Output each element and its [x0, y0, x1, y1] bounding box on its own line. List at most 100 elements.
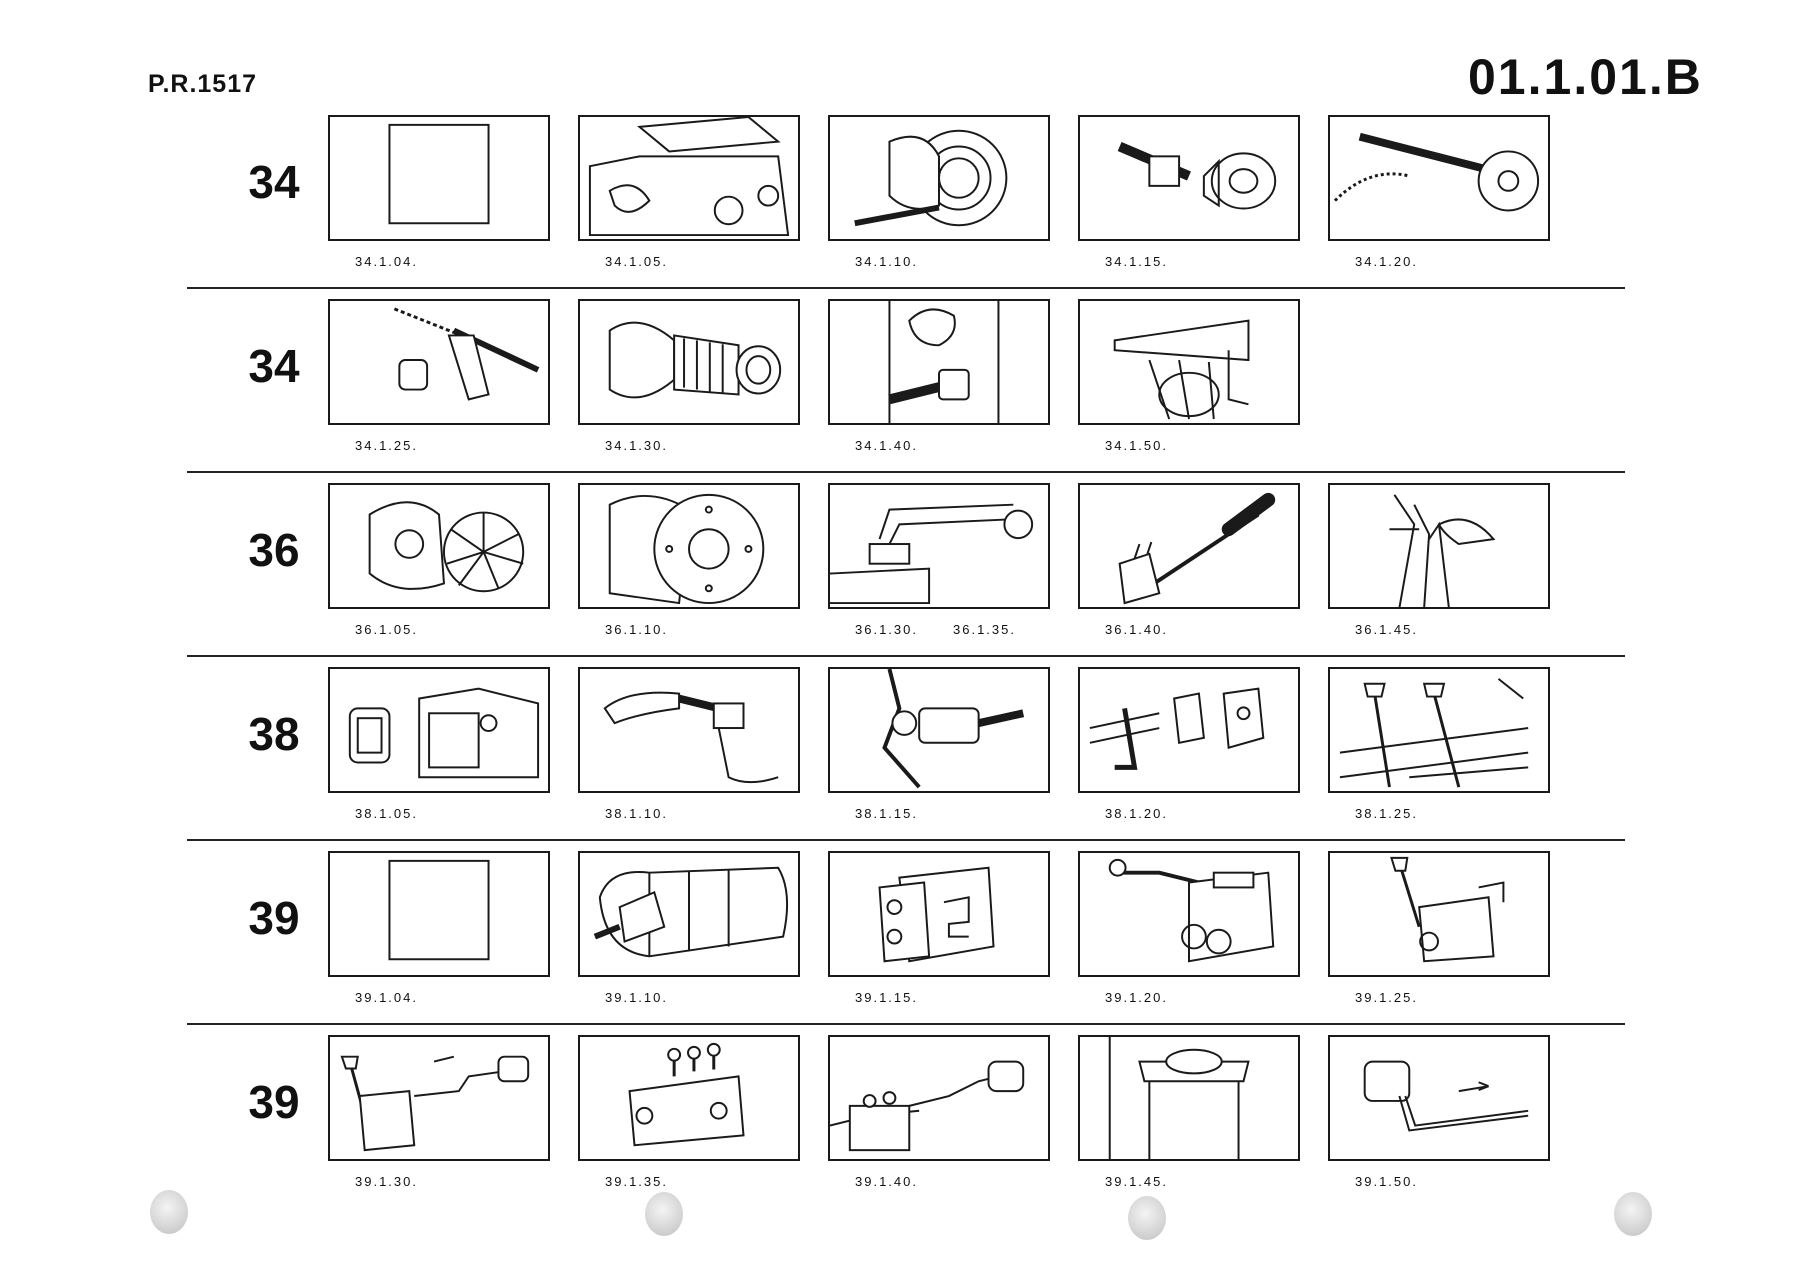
page-reference: P.R.1517	[148, 70, 258, 98]
part-illustration[interactable]	[328, 483, 550, 609]
part-code: 34.1.10.	[855, 254, 918, 269]
section-number: 36	[248, 524, 300, 576]
bracket-shaft-icon	[888, 301, 1000, 423]
section-number: 34	[248, 156, 300, 208]
section-number: 39	[248, 892, 300, 944]
part-code: 36.1.45.	[1355, 622, 1418, 637]
part-illustration[interactable]	[1078, 667, 1300, 793]
part-code: 34.1.20.	[1355, 254, 1418, 269]
part-illustration[interactable]	[828, 851, 1050, 977]
part-illustration[interactable]	[1328, 483, 1550, 609]
part-code: 38.1.05.	[355, 806, 418, 821]
part-illustration[interactable]	[1328, 115, 1550, 241]
part-illustration[interactable]	[578, 1035, 800, 1161]
part-code: 39.1.35.	[605, 1174, 668, 1189]
part-code: 36.1.40.	[1105, 622, 1168, 637]
section-divider	[187, 471, 1625, 473]
section-divider	[187, 1023, 1625, 1025]
tank-pipe-icon	[1363, 1060, 1529, 1132]
part-code: 36.1.30.	[855, 622, 918, 637]
part-code: 36.1.10.	[605, 622, 668, 637]
valve-line-icon	[830, 1060, 1025, 1152]
punch-hole	[1614, 1192, 1652, 1236]
part-illustration[interactable]	[578, 851, 800, 977]
distributor-icon	[628, 1042, 745, 1147]
part-illustration[interactable]	[328, 667, 550, 793]
part-illustration[interactable]	[328, 299, 550, 425]
part-code: 38.1.25.	[1355, 806, 1418, 821]
part-illustration[interactable]	[328, 1035, 550, 1161]
part-illustration[interactable]	[328, 115, 550, 241]
part-code: 39.1.25.	[1355, 990, 1418, 1005]
linkage-parts-icon	[1089, 687, 1265, 770]
part-illustration[interactable]	[1328, 667, 1550, 793]
part-code: 39.1.40.	[855, 1174, 918, 1189]
part-code: 39.1.45.	[1105, 1174, 1168, 1189]
clutch-plate-icon	[608, 493, 765, 605]
part-code: 36.1.05.	[355, 622, 418, 637]
part-code: 39.1.20.	[1105, 990, 1168, 1005]
part-code: 39.1.04.	[355, 990, 418, 1005]
part-code: 39.1.50.	[1355, 1174, 1418, 1189]
housing-cover-icon	[588, 117, 790, 237]
hand-lever-icon	[1118, 492, 1276, 605]
part-code: 34.1.05.	[605, 254, 668, 269]
section-number: 38	[248, 708, 300, 760]
section-divider	[187, 655, 1625, 657]
guard-plate-icon	[1113, 319, 1250, 420]
part-illustration[interactable]	[1078, 851, 1300, 977]
part-code: 34.1.25.	[355, 438, 418, 453]
control-linkage-icon	[830, 503, 1034, 605]
section-divider	[187, 287, 1625, 289]
part-illustration[interactable]	[1078, 1035, 1300, 1161]
part-code: 36.1.35.	[953, 622, 1016, 637]
part-code: 39.1.30.	[355, 1174, 418, 1189]
part-illustration[interactable]	[1078, 115, 1300, 241]
part-illustration[interactable]	[578, 667, 800, 793]
valve-body-icon	[878, 866, 995, 963]
part-illustration[interactable]	[828, 667, 1050, 793]
punch-hole	[150, 1190, 188, 1234]
filter-icon	[1108, 1037, 1250, 1159]
valve-lever-icon	[1390, 856, 1505, 963]
pinion-sleeve-icon	[1117, 141, 1277, 210]
part-illustration[interactable]	[1328, 851, 1550, 977]
part-illustration[interactable]	[1328, 1035, 1550, 1161]
part-code: 38.1.10.	[605, 806, 668, 821]
pedals-icon	[1389, 494, 1496, 607]
section-number: 34	[248, 340, 300, 392]
lift-arm-icon	[603, 691, 779, 784]
part-code: 34.1.04.	[355, 254, 418, 269]
part-illustration[interactable]	[578, 115, 800, 241]
part-illustration[interactable]	[578, 299, 800, 425]
section-divider	[187, 839, 1625, 841]
part-code: 39.1.15.	[855, 990, 918, 1005]
part-illustration[interactable]	[1078, 299, 1300, 425]
part-illustration[interactable]	[828, 1035, 1050, 1161]
part-code: 38.1.20.	[1105, 806, 1168, 821]
punch-hole	[645, 1192, 683, 1236]
pump-icon	[593, 866, 789, 958]
part-code: 34.1.15.	[1105, 254, 1168, 269]
bevel-gear-icon	[854, 129, 1008, 227]
part-illustration[interactable]	[578, 483, 800, 609]
part-illustration[interactable]	[828, 115, 1050, 241]
punch-hole	[1128, 1196, 1166, 1240]
lever-spring-icon	[393, 307, 540, 401]
blank-frame-icon	[388, 123, 490, 225]
part-illustration[interactable]	[328, 851, 550, 977]
shaft-flange-icon	[1333, 132, 1540, 212]
brake-disc-icon	[368, 501, 525, 593]
part-code: 34.1.50.	[1105, 438, 1168, 453]
gearbox-cover-icon	[348, 687, 540, 779]
part-illustration[interactable]	[828, 483, 1050, 609]
section-number: 39	[248, 1076, 300, 1128]
control-levers-icon	[1339, 678, 1529, 788]
valve-hose-icon	[340, 1055, 530, 1152]
part-illustration[interactable]	[1078, 483, 1300, 609]
control-valve-icon	[1108, 858, 1275, 963]
part-code: 38.1.15.	[855, 806, 918, 821]
part-illustration[interactable]	[828, 299, 1050, 425]
page-code: 01.1.01.B	[1468, 49, 1703, 105]
part-code: 34.1.30.	[605, 438, 668, 453]
